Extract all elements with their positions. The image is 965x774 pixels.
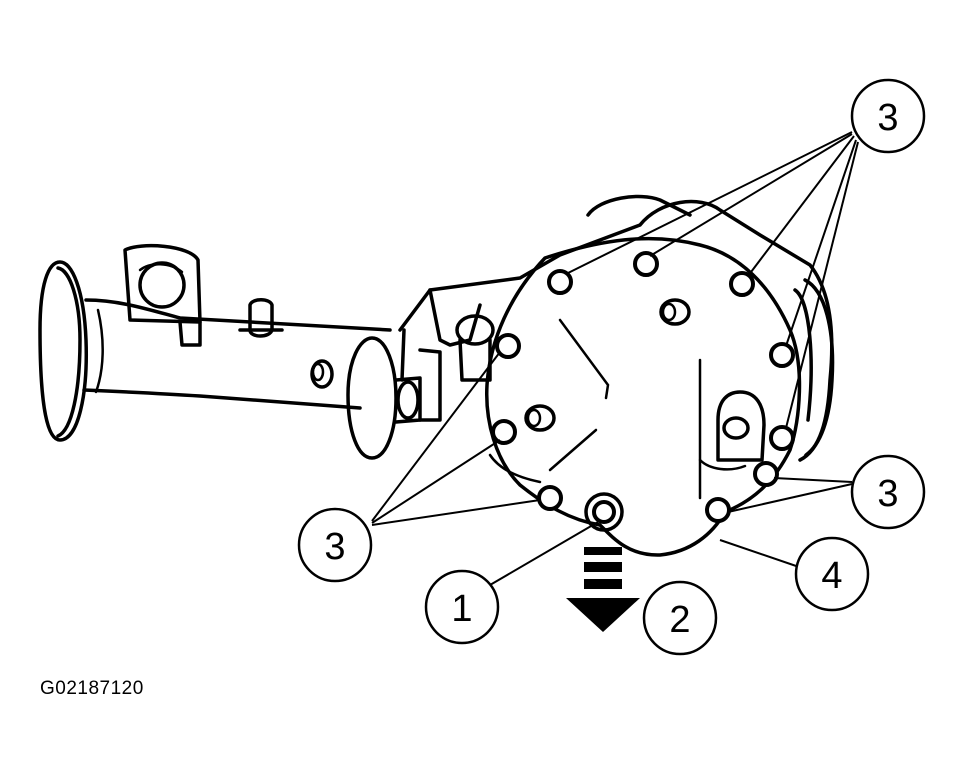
callout-2: 2 bbox=[642, 580, 718, 656]
callout-3-right: 3 bbox=[850, 454, 926, 530]
drain-plug bbox=[584, 492, 624, 532]
callout-3-right-label: 3 bbox=[877, 473, 898, 515]
cover-bolts bbox=[491, 251, 795, 532]
callout-4: 4 bbox=[794, 536, 870, 612]
callout-3-left: 3 bbox=[297, 507, 373, 583]
bolt bbox=[547, 269, 573, 295]
inner-flange bbox=[346, 336, 422, 460]
callout-1-label: 1 bbox=[451, 588, 472, 630]
callout-3-top: 3 bbox=[850, 78, 926, 154]
callout-3-left-label: 3 bbox=[324, 526, 345, 568]
bolt bbox=[495, 333, 521, 359]
leader-lines bbox=[371, 131, 859, 586]
differential-cover bbox=[485, 236, 802, 557]
carrier-housing bbox=[398, 194, 835, 462]
bolt bbox=[753, 461, 779, 487]
bolt bbox=[769, 342, 795, 368]
callout-4-label: 4 bbox=[821, 555, 842, 597]
bolt bbox=[705, 497, 731, 523]
bolt bbox=[729, 271, 755, 297]
bolt bbox=[491, 419, 517, 445]
figure-id: G02187120 bbox=[40, 678, 144, 699]
bolt bbox=[769, 425, 795, 451]
drain-arrow bbox=[566, 547, 640, 632]
left-axle-housing bbox=[38, 243, 392, 442]
callout-3-top-label: 3 bbox=[877, 97, 898, 139]
bolt bbox=[633, 251, 659, 277]
bolt bbox=[537, 485, 563, 511]
callout-1: 1 bbox=[424, 569, 500, 645]
callout-2-label: 2 bbox=[669, 599, 690, 641]
